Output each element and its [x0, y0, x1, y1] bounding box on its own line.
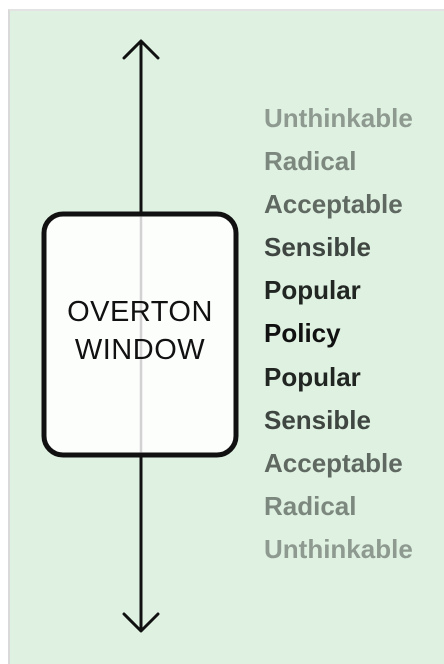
- arrow-down-icon: [122, 612, 160, 633]
- scale-item-policy: Policy: [264, 318, 341, 349]
- scale-item-radical: Radical: [264, 146, 357, 177]
- window-label: OVERTON WINDOW: [44, 293, 236, 369]
- scale-item-acceptable: Acceptable: [264, 447, 403, 478]
- window-label-line-2: WINDOW: [74, 334, 206, 366]
- scale-item-sensible: Sensible: [264, 404, 371, 435]
- scale-item-unthinkable: Unthinkable: [264, 533, 413, 564]
- scale-item-acceptable: Acceptable: [264, 189, 403, 220]
- scale-item-popular: Popular: [264, 361, 361, 392]
- scale-item-unthinkable: Unthinkable: [264, 103, 413, 133]
- scale-item-popular: Popular: [264, 275, 361, 306]
- window-label-line-1: OVERTON: [67, 296, 213, 328]
- arrow-up-icon: [122, 39, 160, 60]
- scale-item-sensible: Sensible: [264, 232, 371, 263]
- scale-item-radical: Radical: [264, 490, 357, 521]
